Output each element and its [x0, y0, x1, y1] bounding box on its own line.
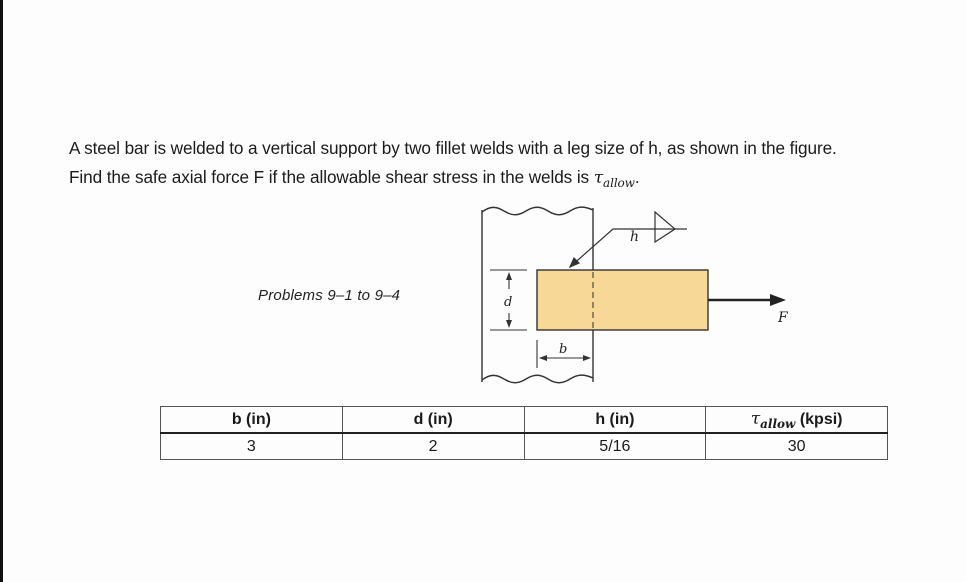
problem-line-1: A steel bar is welded to a vertical supp…: [69, 138, 837, 158]
header-h: h (in): [523, 406, 707, 434]
dimension-b-label: b: [559, 342, 567, 357]
parameters-table: b (in) d (in) h (in) τallow (kpsi) 3 2 5…: [160, 406, 888, 460]
dimension-d: [490, 269, 527, 331]
dimension-d-label: d: [504, 295, 512, 310]
tau-allow-symbol: τallow: [593, 168, 635, 190]
table-header-row: b (in) d (in) h (in) τallow (kpsi): [160, 406, 888, 434]
page-left-edge: [0, 0, 3, 582]
force-label: F: [777, 310, 789, 326]
steel-bar: [536, 269, 709, 331]
problem-line-2-text: Find the safe axial force F if the allow…: [69, 167, 594, 187]
cell-d: 2: [341, 432, 525, 460]
header-d: d (in): [341, 406, 525, 434]
problem-statement: A steel bar is welded to a vertical supp…: [69, 134, 964, 198]
figure-caption: Problems 9–1 to 9–4: [258, 287, 401, 304]
cell-b: 3: [160, 432, 343, 460]
force-arrow: [708, 294, 786, 306]
weld-symbol: [568, 210, 687, 269]
vertical-support: [481, 206, 594, 384]
table-row: 3 2 5/16 30: [160, 432, 888, 460]
dimension-b: [536, 340, 591, 368]
weld-size-label: h: [630, 229, 639, 245]
problem-line-2: Find the safe axial force F if the allow…: [69, 167, 640, 190]
cell-h: 5/16: [523, 432, 707, 460]
header-tau-allow: τallow (kpsi): [705, 406, 888, 434]
cell-tau-allow: 30: [705, 432, 888, 460]
header-b: b (in): [160, 406, 343, 434]
